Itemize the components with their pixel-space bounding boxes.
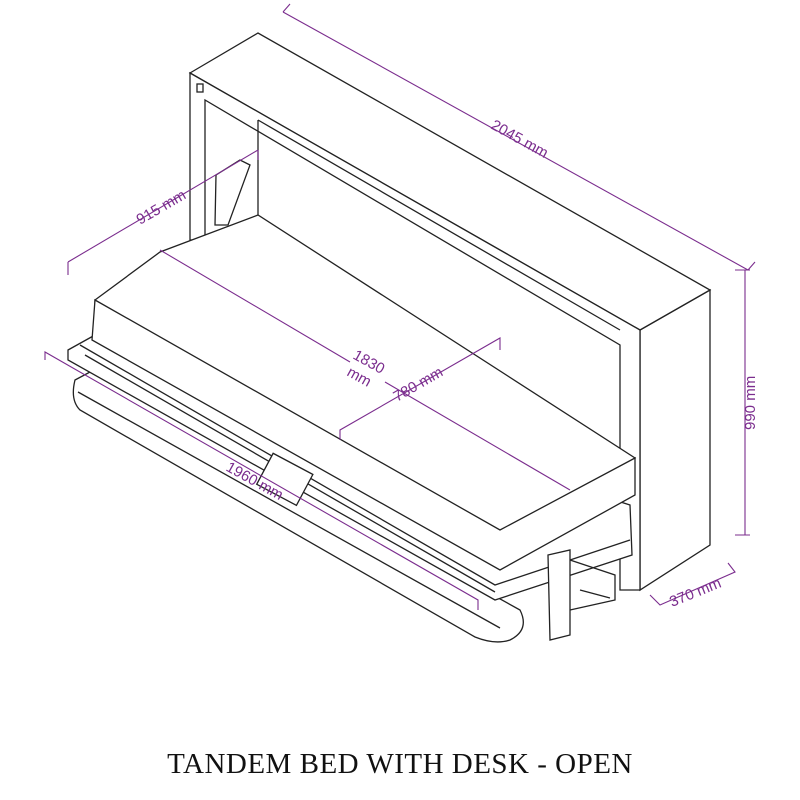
dim-desk-length-line [44,351,479,610]
dim-width-label: 2045 mm [488,117,551,162]
latch [196,83,204,93]
dim-height-line [735,269,750,536]
dim-depth-label: 370 mm [667,575,724,611]
desk-top [72,371,524,643]
dim-mattress-width-line [339,337,501,440]
desk-edge [77,391,501,629]
mattress-side [91,298,636,571]
desk-hinge [255,452,314,507]
dim-width-line [282,3,756,271]
dim-depth-line [649,562,736,606]
cabinet-inner [257,119,621,331]
desk-rails [569,559,616,611]
dim-open-depth-label: 915 mm [134,187,189,229]
dim-mattress-length-line [159,249,571,491]
bed-frame-line [79,344,631,586]
dim-open-depth-line [67,149,259,275]
desk-bracket [547,549,571,641]
left-bracket [214,159,251,226]
dim-height-label: 990 mm [742,376,759,430]
diagram-title: TANDEM BED WITH DESK - OPEN [167,748,633,780]
cabinet-side [639,288,711,592]
